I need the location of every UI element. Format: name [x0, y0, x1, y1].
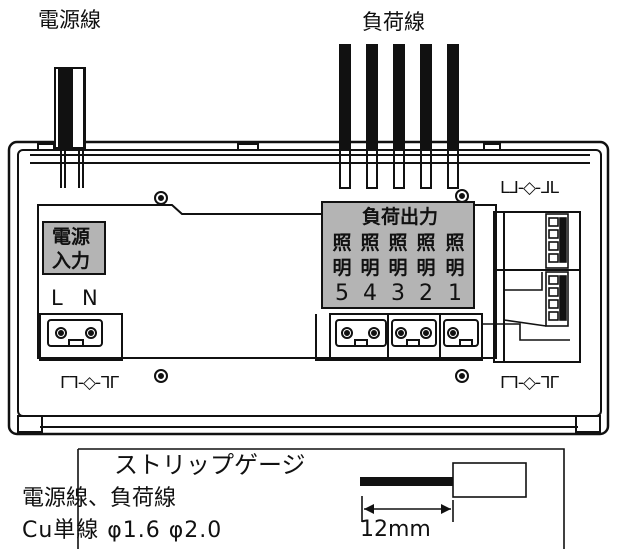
- load-wires: [339, 44, 459, 148]
- channel-4-number: 4: [363, 281, 377, 306]
- strip-wire-sheath: [452, 462, 527, 498]
- top-notch-mid: [237, 143, 259, 150]
- power-input-label-line1: 電源: [52, 226, 91, 248]
- strip-length-label: 12mm: [360, 517, 431, 542]
- symbol-bottom-left: ᒥᒣ-◇-ᒣᒥ: [60, 373, 119, 393]
- housing-bottom-tab-left: [17, 415, 43, 433]
- channel-3-number: 3: [391, 281, 405, 306]
- strip-gauge-frame: [77, 448, 565, 549]
- housing-bottom-tab-right: [575, 415, 601, 433]
- channel-3-top: 照: [388, 232, 408, 254]
- load-output-title: 負荷出力: [362, 206, 439, 228]
- screw-bottom-right: [455, 369, 469, 383]
- load-terminal-base: [315, 314, 482, 361]
- symbol-top-right: ᒪᒧ-◇-ᒧᒪ: [500, 178, 559, 198]
- screw-bottom-left: [154, 369, 168, 383]
- channel-1-top: 照: [445, 232, 465, 254]
- right-rail: [493, 211, 581, 363]
- strip-gauge-title: ストリップゲージ: [114, 451, 306, 479]
- channel-4-top: 照: [360, 232, 380, 254]
- strip-dim-arrowhead-right: [441, 504, 451, 514]
- channel-1-mid: 明: [445, 257, 465, 279]
- power-input-label-line2: 入力: [52, 250, 91, 272]
- load-wire-ends: [339, 147, 459, 189]
- channel-5-top: 照: [332, 232, 352, 254]
- symbol-bottom-right: ᒥᒣ-◇-ᒣᒥ: [500, 373, 559, 393]
- terminal-l-label: L: [51, 286, 63, 310]
- strip-gauge-wire-types: 電源線、負荷線: [22, 486, 177, 511]
- power-terminal-screws: [55, 327, 97, 339]
- power-wire-black: [58, 68, 72, 148]
- connector-upper: [545, 213, 569, 269]
- channel-2-top: 照: [416, 232, 436, 254]
- screw-top-left: [154, 191, 168, 205]
- connector-wiring: [482, 272, 570, 341]
- screw-top-right: [455, 189, 469, 203]
- strip-dim-arrowhead-left: [364, 504, 374, 514]
- top-notch-right: [483, 143, 501, 150]
- power-wire-label: 電源線: [38, 8, 101, 32]
- channel-5-mid: 明: [332, 257, 352, 279]
- channel-5-number: 5: [335, 281, 349, 306]
- load-output-panel: [321, 201, 475, 309]
- strip-wire-black: [360, 477, 456, 486]
- terminal-n-label: N: [82, 286, 98, 310]
- channel-2-mid: 明: [416, 257, 436, 279]
- channel-1-number: 1: [448, 281, 462, 306]
- housing-outer: [7, 140, 610, 436]
- power-terminal-clip: [68, 339, 84, 347]
- load-wire-label: 負荷線: [362, 10, 425, 34]
- channel-3-mid: 明: [388, 257, 408, 279]
- channel-4-mid: 明: [360, 257, 380, 279]
- power-terminal-block: [39, 313, 123, 361]
- strip-gauge-spec: Cu単線 φ1.6 φ2.0: [22, 518, 223, 543]
- channel-2-number: 2: [419, 281, 433, 306]
- load-terminal-screws: [341, 327, 459, 339]
- power-wire-white: [71, 67, 85, 149]
- power-input-panel: [42, 221, 106, 275]
- load-terminal-clips: [354, 339, 473, 347]
- connector-lower: [545, 271, 569, 327]
